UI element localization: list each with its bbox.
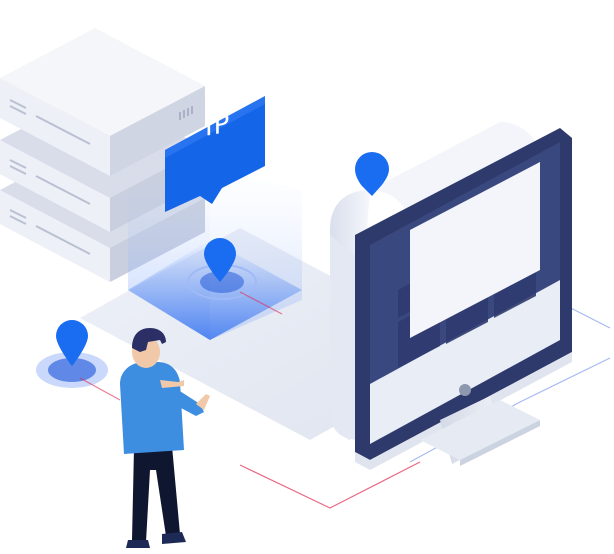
person-figure bbox=[120, 328, 210, 548]
ip-light-beam bbox=[128, 168, 302, 340]
location-pin-icon bbox=[36, 320, 121, 401]
monitor-icon bbox=[330, 122, 572, 470]
location-pin-icon bbox=[204, 238, 236, 282]
ip-badge-icon: IP bbox=[165, 96, 265, 212]
ip-badge-label: IP bbox=[205, 109, 230, 143]
